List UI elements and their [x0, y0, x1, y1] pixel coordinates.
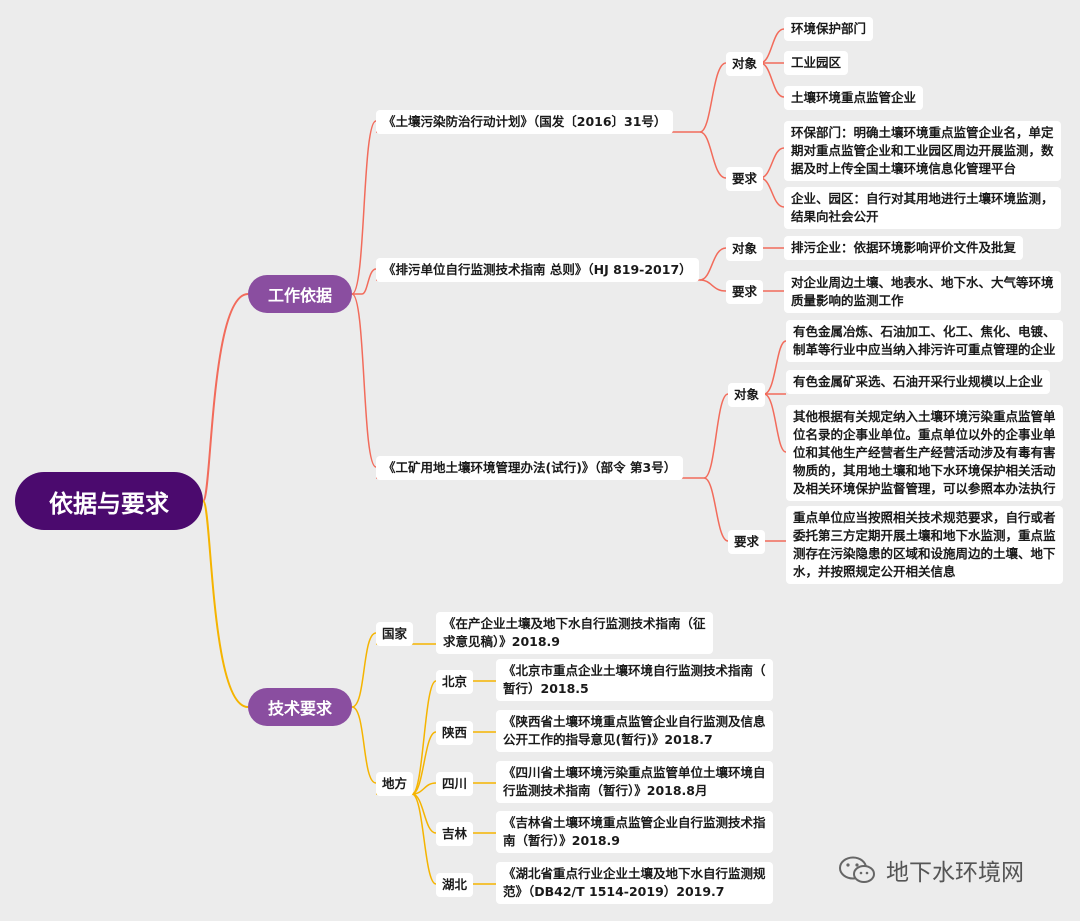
text-line: 环保部门：明确土壤环境重点监管企业名，单定 — [791, 125, 1054, 140]
text-line: 暂行）2018.5 — [503, 681, 589, 696]
text-line: 委托第三方定期开展土壤和地下水监测，重点监 — [793, 528, 1056, 543]
beijing-guideline-doc[interactable]: 《北京市重点企业土壤环境自行监测技术指南（ 暂行）2018.5 — [496, 659, 773, 701]
doc3-requirement-text[interactable]: 重点单位应当按照相关技术规范要求，自行或者 委托第三方定期开展土壤和地下水监测，… — [786, 506, 1063, 584]
text-line: 有色金属矿采选、石油开采行业规模以上企业 — [793, 374, 1044, 389]
text-line: 位和其他生产经营者生产经营活动涉及有毒有害 — [793, 445, 1056, 460]
province-label-hubei[interactable]: 湖北 — [436, 873, 474, 897]
doc2-requirement-label[interactable]: 要求 — [726, 280, 764, 304]
province-label-beijing[interactable]: 北京 — [436, 670, 474, 694]
national-label[interactable]: 国家 — [376, 622, 414, 646]
doc3-requirement-label[interactable]: 要求 — [728, 530, 766, 554]
doc1-object-item[interactable]: 环境保护部门 — [784, 17, 874, 41]
local-label[interactable]: 地方 — [376, 772, 414, 796]
text-line: 对企业周边土壤、地表水、地下水、大气等环境 — [791, 275, 1054, 290]
jilin-guideline-doc[interactable]: 《吉林省土壤环境重点监管企业自行监测技术指 南（暂行）》2018.9 — [496, 811, 773, 853]
text-line: 结果向社会公开 — [791, 209, 879, 224]
text-line: 及相关环境保护监督管理，可以参照本办法执行 — [793, 481, 1056, 496]
text-line: 《北京市重点企业土壤环境自行监测技术指南（ — [503, 663, 766, 678]
doc1-object-item[interactable]: 土壤环境重点监管企业 — [784, 86, 924, 110]
branch-tech-requirements[interactable]: 技术要求 — [248, 688, 352, 726]
text-line: 期对重点监管企业和工业园区周边开展监测，数 — [791, 143, 1054, 158]
text-line: 重点单位应当按照相关技术规范要求，自行或者 — [793, 510, 1056, 525]
text-line: 范》（DB42/T 1514-2019）2019.7 — [503, 884, 725, 899]
doc-self-monitoring-guideline[interactable]: 《排污单位自行监测技术指南 总则》（HJ 819-2017） — [376, 258, 699, 282]
text-line: 《湖北省重点行业企业土壤及地下水自行监测规 — [503, 866, 766, 881]
text-line: 《吉林省土壤环境重点监管企业自行监测技术指 — [503, 815, 766, 830]
watermark-text: 地下水环境网 — [886, 860, 1024, 886]
doc1-requirement-label[interactable]: 要求 — [726, 167, 764, 191]
doc2-object-text[interactable]: 排污企业：依据环境影响评价文件及批复 — [784, 236, 1024, 260]
doc-soil-action-plan[interactable]: 《土壤污染防治行动计划》（国发〔2016〕31号） — [376, 110, 674, 134]
national-guideline-doc[interactable]: 《在产企业土壤及地下水自行监测技术指南（征 求意见稿）》2018.9 — [436, 612, 713, 654]
root-node[interactable]: 依据与要求 — [15, 472, 203, 530]
text-line: 据及时上传全国土壤环境信息化管理平台 — [791, 161, 1017, 176]
text-line: 制革等行业中应当纳入排污许可重点管理的企业 — [793, 342, 1056, 357]
text-line: 物质的，其用地土壤和地下水环境保护相关活动 — [793, 463, 1056, 478]
doc3-object-text[interactable]: 有色金属冶炼、石油加工、化工、焦化、电镀、 制革等行业中应当纳入排污许可重点管理… — [786, 320, 1063, 362]
doc1-requirement-text[interactable]: 企业、园区：自行对其用地进行土壤环境监测， 结果向社会公开 — [784, 187, 1061, 229]
text-line: 《四川省土壤环境污染重点监管单位土壤环境自 — [503, 765, 766, 780]
doc1-object-item[interactable]: 工业园区 — [784, 51, 849, 75]
watermark: 地下水环境网 — [838, 853, 1024, 887]
text-line: 其他根据有关规定纳入土壤环境污染重点监管单 — [793, 409, 1056, 424]
doc3-object-label[interactable]: 对象 — [728, 383, 766, 407]
province-label-sichuan[interactable]: 四川 — [436, 772, 474, 796]
text-line: 水，并按照规定公开相关信息 — [793, 564, 956, 579]
text-line: 测存在污染隐患的区域和设施周边的土壤、地下 — [793, 546, 1056, 561]
province-label-shaanxi[interactable]: 陕西 — [436, 721, 474, 745]
text-line: 《陕西省土壤环境重点监管企业自行监测及信息 — [503, 714, 766, 729]
text-line: 质量影响的监测工作 — [791, 293, 904, 308]
province-label-jilin[interactable]: 吉林 — [436, 822, 474, 846]
branch-work-basis[interactable]: 工作依据 — [248, 275, 352, 313]
doc2-requirement-text[interactable]: 对企业周边土壤、地表水、地下水、大气等环境 质量影响的监测工作 — [784, 271, 1061, 313]
doc2-object-label[interactable]: 对象 — [726, 237, 764, 261]
text-line: 有色金属冶炼、石油加工、化工、焦化、电镀、 — [793, 324, 1056, 339]
text-line: 行监测技术指南（暂行）》2018.8月 — [503, 783, 708, 798]
text-line: 企业、园区：自行对其用地进行土壤环境监测， — [791, 191, 1054, 206]
sichuan-guideline-doc[interactable]: 《四川省土壤环境污染重点监管单位土壤环境自 行监测技术指南（暂行）》2018.8… — [496, 761, 773, 803]
doc3-object-text[interactable]: 有色金属矿采选、石油开采行业规模以上企业 — [786, 370, 1051, 394]
text-line: 南（暂行）》2018.9 — [503, 833, 620, 848]
doc1-requirement-text[interactable]: 环保部门：明确土壤环境重点监管企业名，单定 期对重点监管企业和工业园区周边开展监… — [784, 121, 1061, 181]
text-line: 位名录的企事业单位。重点单位以外的企事业单 — [793, 427, 1056, 442]
doc3-object-text[interactable]: 其他根据有关规定纳入土壤环境污染重点监管单 位名录的企事业单位。重点单位以外的企… — [786, 405, 1063, 501]
text-line: 《在产企业土壤及地下水自行监测技术指南（征 — [443, 616, 706, 631]
doc1-object-label[interactable]: 对象 — [726, 52, 764, 76]
text-line: 求意见稿）》2018.9 — [443, 634, 560, 649]
doc-industrial-land-measures[interactable]: 《工矿用地土壤环境管理办法(试行)》（部令 第3号） — [376, 456, 684, 480]
shaanxi-guideline-doc[interactable]: 《陕西省土壤环境重点监管企业自行监测及信息 公开工作的指导意见(暂行)》2018… — [496, 710, 773, 752]
text-line: 公开工作的指导意见(暂行)》2018.7 — [503, 732, 713, 747]
wechat-icon — [839, 856, 875, 883]
hubei-guideline-doc[interactable]: 《湖北省重点行业企业土壤及地下水自行监测规 范》（DB42/T 1514-201… — [496, 862, 773, 904]
